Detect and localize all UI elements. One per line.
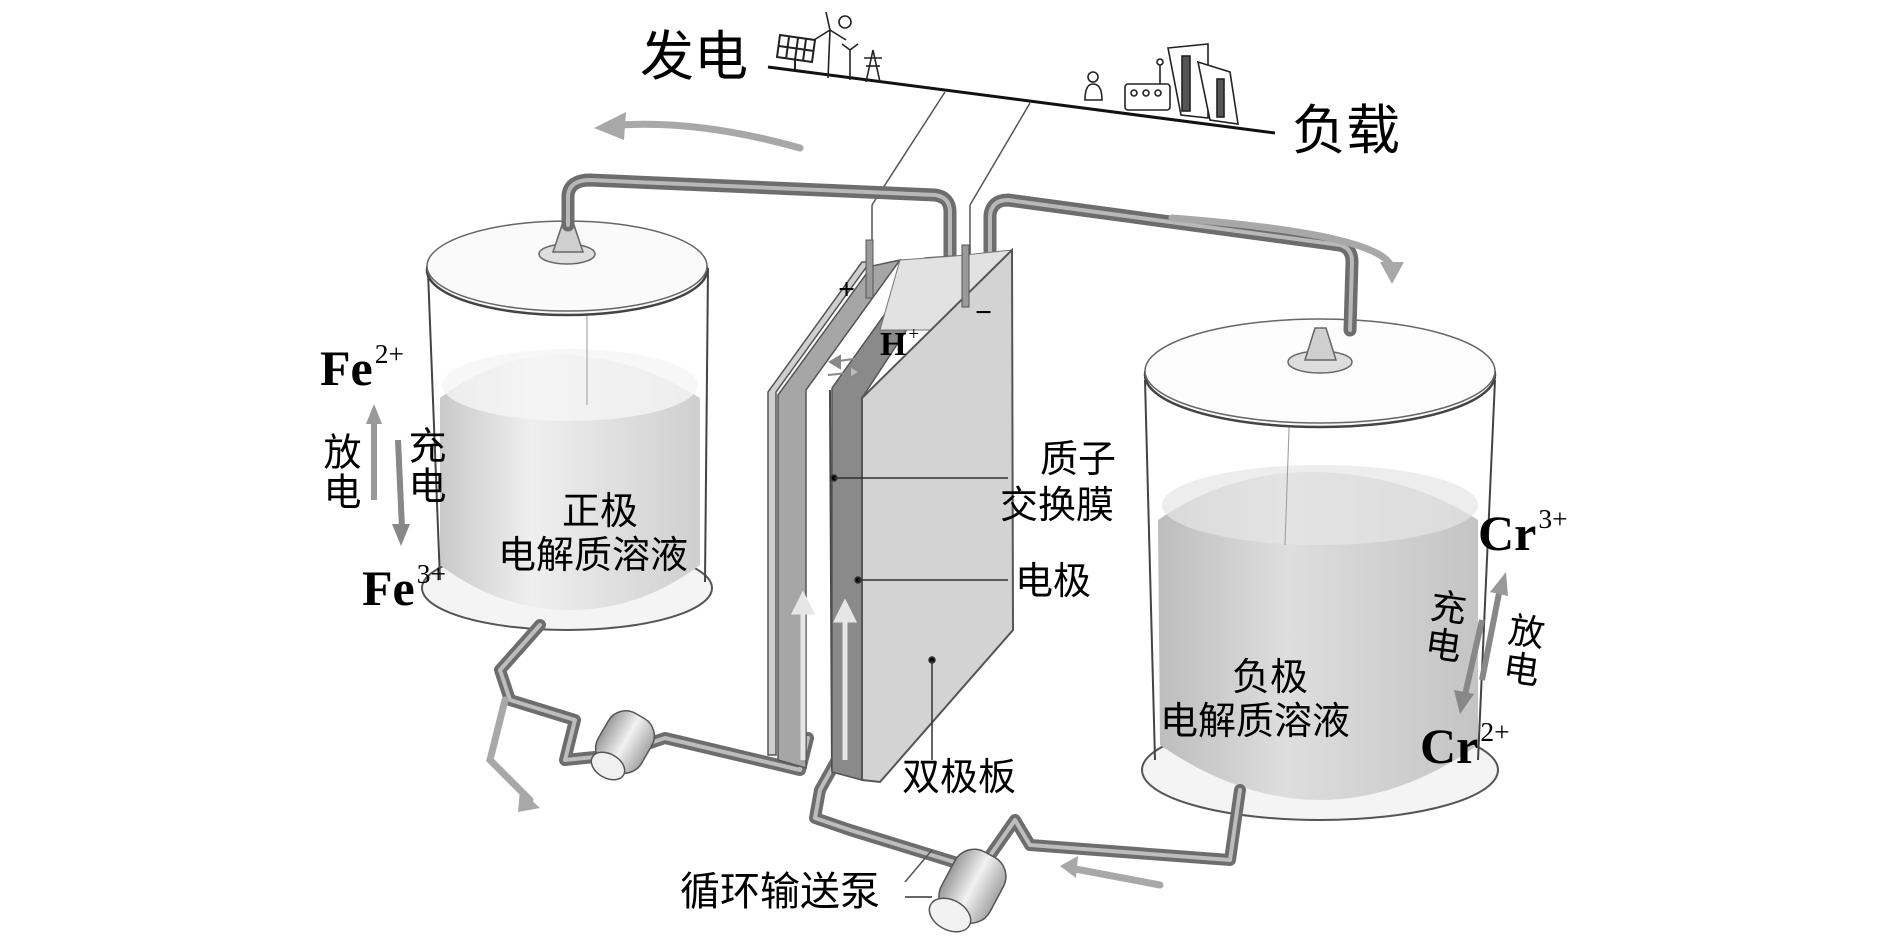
discharge-arrow-up [366, 404, 382, 424]
proton-charge: + [908, 324, 919, 345]
bipolar-plate [861, 247, 1015, 784]
negative-terminal-label: − [975, 296, 993, 329]
ion-symbol: Fe [320, 340, 373, 396]
charge-arrow-down [392, 524, 410, 546]
wind-turbine-icon [813, 11, 859, 80]
proton-symbol: H [880, 325, 907, 363]
solar-panel-icon [775, 33, 817, 70]
positive-terminal-label: + [838, 273, 856, 306]
right-charge-label: 充电 [1416, 585, 1469, 667]
negative-electrolyte-tank [1141, 318, 1499, 821]
membrane-label-line2: 交换膜 [1000, 483, 1115, 527]
charge-arrow-down [1454, 690, 1474, 714]
pipes [494, 173, 1359, 876]
positive-tank-label-line2: 电解质溶液 [498, 533, 689, 577]
proton-label: H+ [880, 324, 919, 363]
positive-terminal [865, 239, 874, 299]
left-discharge-label: 放电 [317, 432, 361, 512]
person-icon [1084, 71, 1103, 101]
buildings-icon [1167, 43, 1239, 125]
ion-symbol: Cr [1420, 718, 1479, 774]
proton-transfer-arrows [827, 354, 862, 380]
pump-bottom [905, 848, 1007, 933]
flow-arrow-bottom-left [486, 696, 534, 804]
power-line [767, 65, 1276, 300]
left-reaction-arrows [366, 404, 410, 546]
transmission-tower-icon [864, 49, 882, 83]
right-reaction-arrows [1454, 572, 1508, 714]
negative-tank-label-line2: 电解质溶液 [1160, 699, 1351, 743]
fe3-ion-label: Fe3+ [362, 560, 446, 613]
ion-charge: 2+ [1480, 716, 1510, 747]
pump-label: 循环输送泵 [680, 869, 880, 915]
cr3-ion-label: Cr3+ [1478, 505, 1568, 558]
negative-wire [969, 102, 1031, 206]
cell-stack [767, 239, 1015, 883]
flow-arrow-bottom-right [1066, 864, 1164, 889]
membrane-label-line1: 质子 [1040, 437, 1117, 481]
electrode-label: 电极 [1015, 559, 1092, 603]
cr2-ion-label: Cr2+ [1420, 718, 1510, 771]
positive-tank-label-line1: 正极 [562, 489, 639, 533]
negative-terminal [961, 244, 970, 308]
positive-wire [871, 91, 946, 206]
ion-symbol: Fe [362, 560, 415, 616]
positive-electrolyte-tank [421, 220, 713, 631]
ion-charge: 2+ [374, 338, 404, 369]
bipolar-plate-label: 双极板 [902, 755, 1017, 799]
discharge-arrow-up [1490, 572, 1508, 596]
ion-charge: 3+ [416, 558, 446, 589]
end-plate [767, 261, 872, 756]
flow-arrow-top-left [616, 120, 804, 152]
left-charge-label: 充电 [402, 426, 446, 506]
ion-symbol: Cr [1478, 505, 1537, 561]
fe2-ion-label: Fe2+ [320, 340, 404, 393]
generation-label: 发电 [640, 25, 748, 88]
negative-tank-label-line1: 负极 [1232, 655, 1309, 699]
pump-left [590, 710, 656, 781]
flow-arrows [486, 112, 1404, 889]
leader-lines [830, 474, 1008, 883]
flow-arrow-top-right [1168, 214, 1396, 274]
right-discharge-label: 放电 [1494, 609, 1547, 691]
factory-icon [1124, 58, 1171, 111]
pipe-positive-feed [494, 619, 814, 776]
ion-charge: 3+ [1538, 503, 1568, 534]
load-label: 负载 [1292, 99, 1400, 162]
